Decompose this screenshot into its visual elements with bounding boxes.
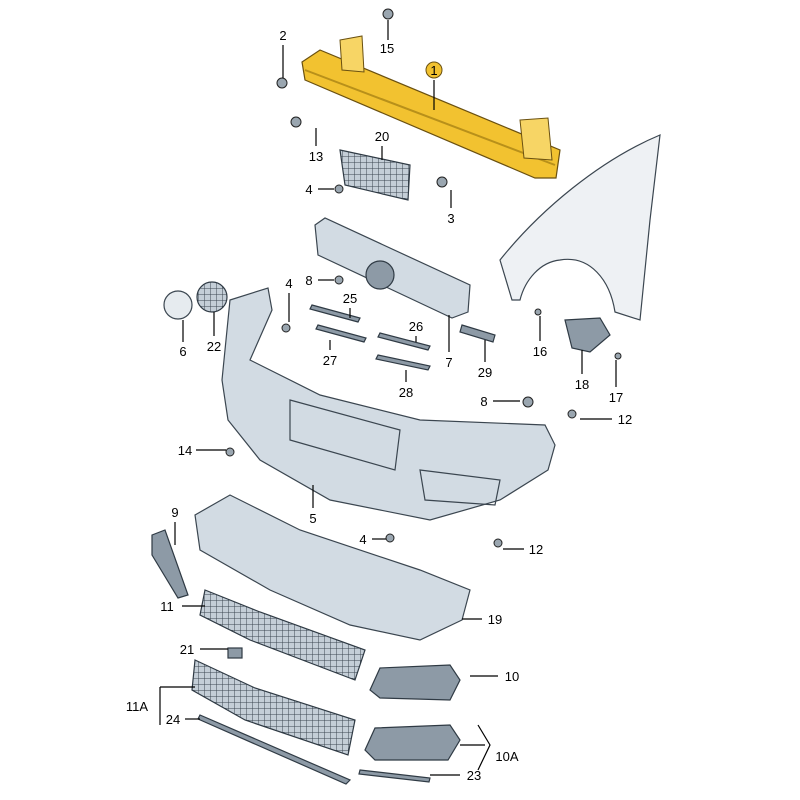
bolt-icon xyxy=(334,275,344,285)
fog-cover-10 xyxy=(369,664,461,701)
trim-strip-23 xyxy=(358,769,431,783)
callout-15[interactable]: 15 xyxy=(380,41,394,56)
bolt-icon xyxy=(614,352,622,360)
callout-23[interactable]: 23 xyxy=(467,768,481,783)
bolt-icon xyxy=(436,176,448,188)
trim-strip-28 xyxy=(375,354,431,371)
leader-lines xyxy=(159,20,617,776)
bolt-icon xyxy=(493,538,503,548)
callout-4[interactable]: 4 xyxy=(359,532,366,547)
callout-8[interactable]: 8 xyxy=(480,394,487,409)
callout-8[interactable]: 8 xyxy=(305,273,312,288)
callout-22[interactable]: 22 xyxy=(207,339,221,354)
callout-26[interactable]: 26 xyxy=(409,319,423,334)
callout-11A[interactable]: 11A xyxy=(126,699,148,714)
callout-21[interactable]: 21 xyxy=(180,642,194,657)
callout-4[interactable]: 4 xyxy=(285,276,292,291)
callout-11[interactable]: 11 xyxy=(160,599,174,614)
lower-spoiler xyxy=(194,494,471,641)
lower-grille-11A xyxy=(191,659,356,756)
callout-16[interactable]: 16 xyxy=(533,344,547,359)
fender xyxy=(499,134,661,321)
bolt-icon xyxy=(534,308,542,316)
lower-grille-11 xyxy=(199,589,366,681)
bracket xyxy=(564,317,611,353)
trim-strip-27 xyxy=(315,324,367,343)
callout-12[interactable]: 12 xyxy=(529,542,543,557)
callout-13[interactable]: 13 xyxy=(309,149,323,164)
callout-1[interactable]: 1 xyxy=(430,63,437,78)
grille-emblem xyxy=(365,260,395,290)
callout-6[interactable]: 6 xyxy=(179,344,186,359)
callout-29[interactable]: 29 xyxy=(478,365,492,380)
callout-9[interactable]: 9 xyxy=(171,505,178,520)
callout-2[interactable]: 2 xyxy=(279,28,286,43)
fog-cover-left xyxy=(151,529,189,599)
bolt-icon xyxy=(225,447,235,457)
callout-12[interactable]: 12 xyxy=(618,412,632,427)
callout-18[interactable]: 18 xyxy=(575,377,589,392)
callout-5[interactable]: 5 xyxy=(309,511,316,526)
reflector-29 xyxy=(459,324,496,343)
vw-emblem xyxy=(163,290,193,320)
fasteners xyxy=(225,8,622,548)
callout-17[interactable]: 17 xyxy=(609,390,623,405)
bolt-icon xyxy=(290,116,302,128)
trim-strip-25 xyxy=(309,304,361,323)
emblem-carrier xyxy=(196,281,228,313)
callout-7[interactable]: 7 xyxy=(445,355,452,370)
clip-21 xyxy=(227,647,243,659)
callout-28[interactable]: 28 xyxy=(399,385,413,400)
bolt-icon xyxy=(522,396,534,408)
callout-14[interactable]: 14 xyxy=(178,443,192,458)
bumper-reinforcement-bar xyxy=(301,35,561,179)
bolt-icon xyxy=(567,409,577,419)
bolt-icon xyxy=(334,184,344,194)
trim-strip-26 xyxy=(377,332,431,351)
bolt-icon xyxy=(382,8,394,20)
bumper-cover xyxy=(221,287,556,521)
fog-cover-10A xyxy=(364,724,461,761)
callout-24[interactable]: 24 xyxy=(166,712,180,727)
grille-insert xyxy=(339,149,411,201)
callout-27[interactable]: 27 xyxy=(323,353,337,368)
callout-10[interactable]: 10 xyxy=(505,669,519,684)
callout-19[interactable]: 19 xyxy=(488,612,502,627)
trim-strip-24 xyxy=(197,714,352,785)
callout-4[interactable]: 4 xyxy=(305,182,312,197)
bolt-icon xyxy=(281,323,291,333)
bolt-icon xyxy=(385,533,395,543)
highlight-badge xyxy=(425,61,443,79)
callout-10A[interactable]: 10A xyxy=(495,749,518,764)
bolt-icon xyxy=(276,77,288,89)
callout-20[interactable]: 20 xyxy=(375,129,389,144)
callout-3[interactable]: 3 xyxy=(447,211,454,226)
callout-25[interactable]: 25 xyxy=(343,291,357,306)
